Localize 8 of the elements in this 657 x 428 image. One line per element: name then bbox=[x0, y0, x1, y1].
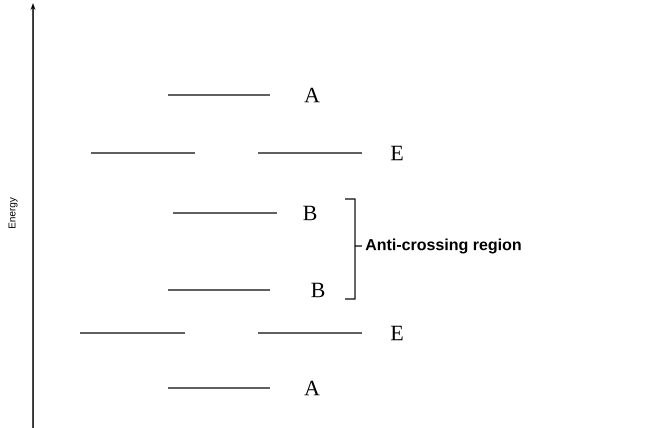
level-label: B bbox=[303, 206, 316, 220]
axis-label: Energy bbox=[8, 197, 18, 228]
level-label: E bbox=[390, 326, 403, 340]
level-label: B bbox=[311, 282, 324, 298]
level-label: E bbox=[390, 146, 403, 160]
level-label: A bbox=[304, 88, 320, 102]
level-label: A bbox=[304, 380, 320, 396]
bracket-label: Anti-crossing region bbox=[366, 238, 521, 254]
